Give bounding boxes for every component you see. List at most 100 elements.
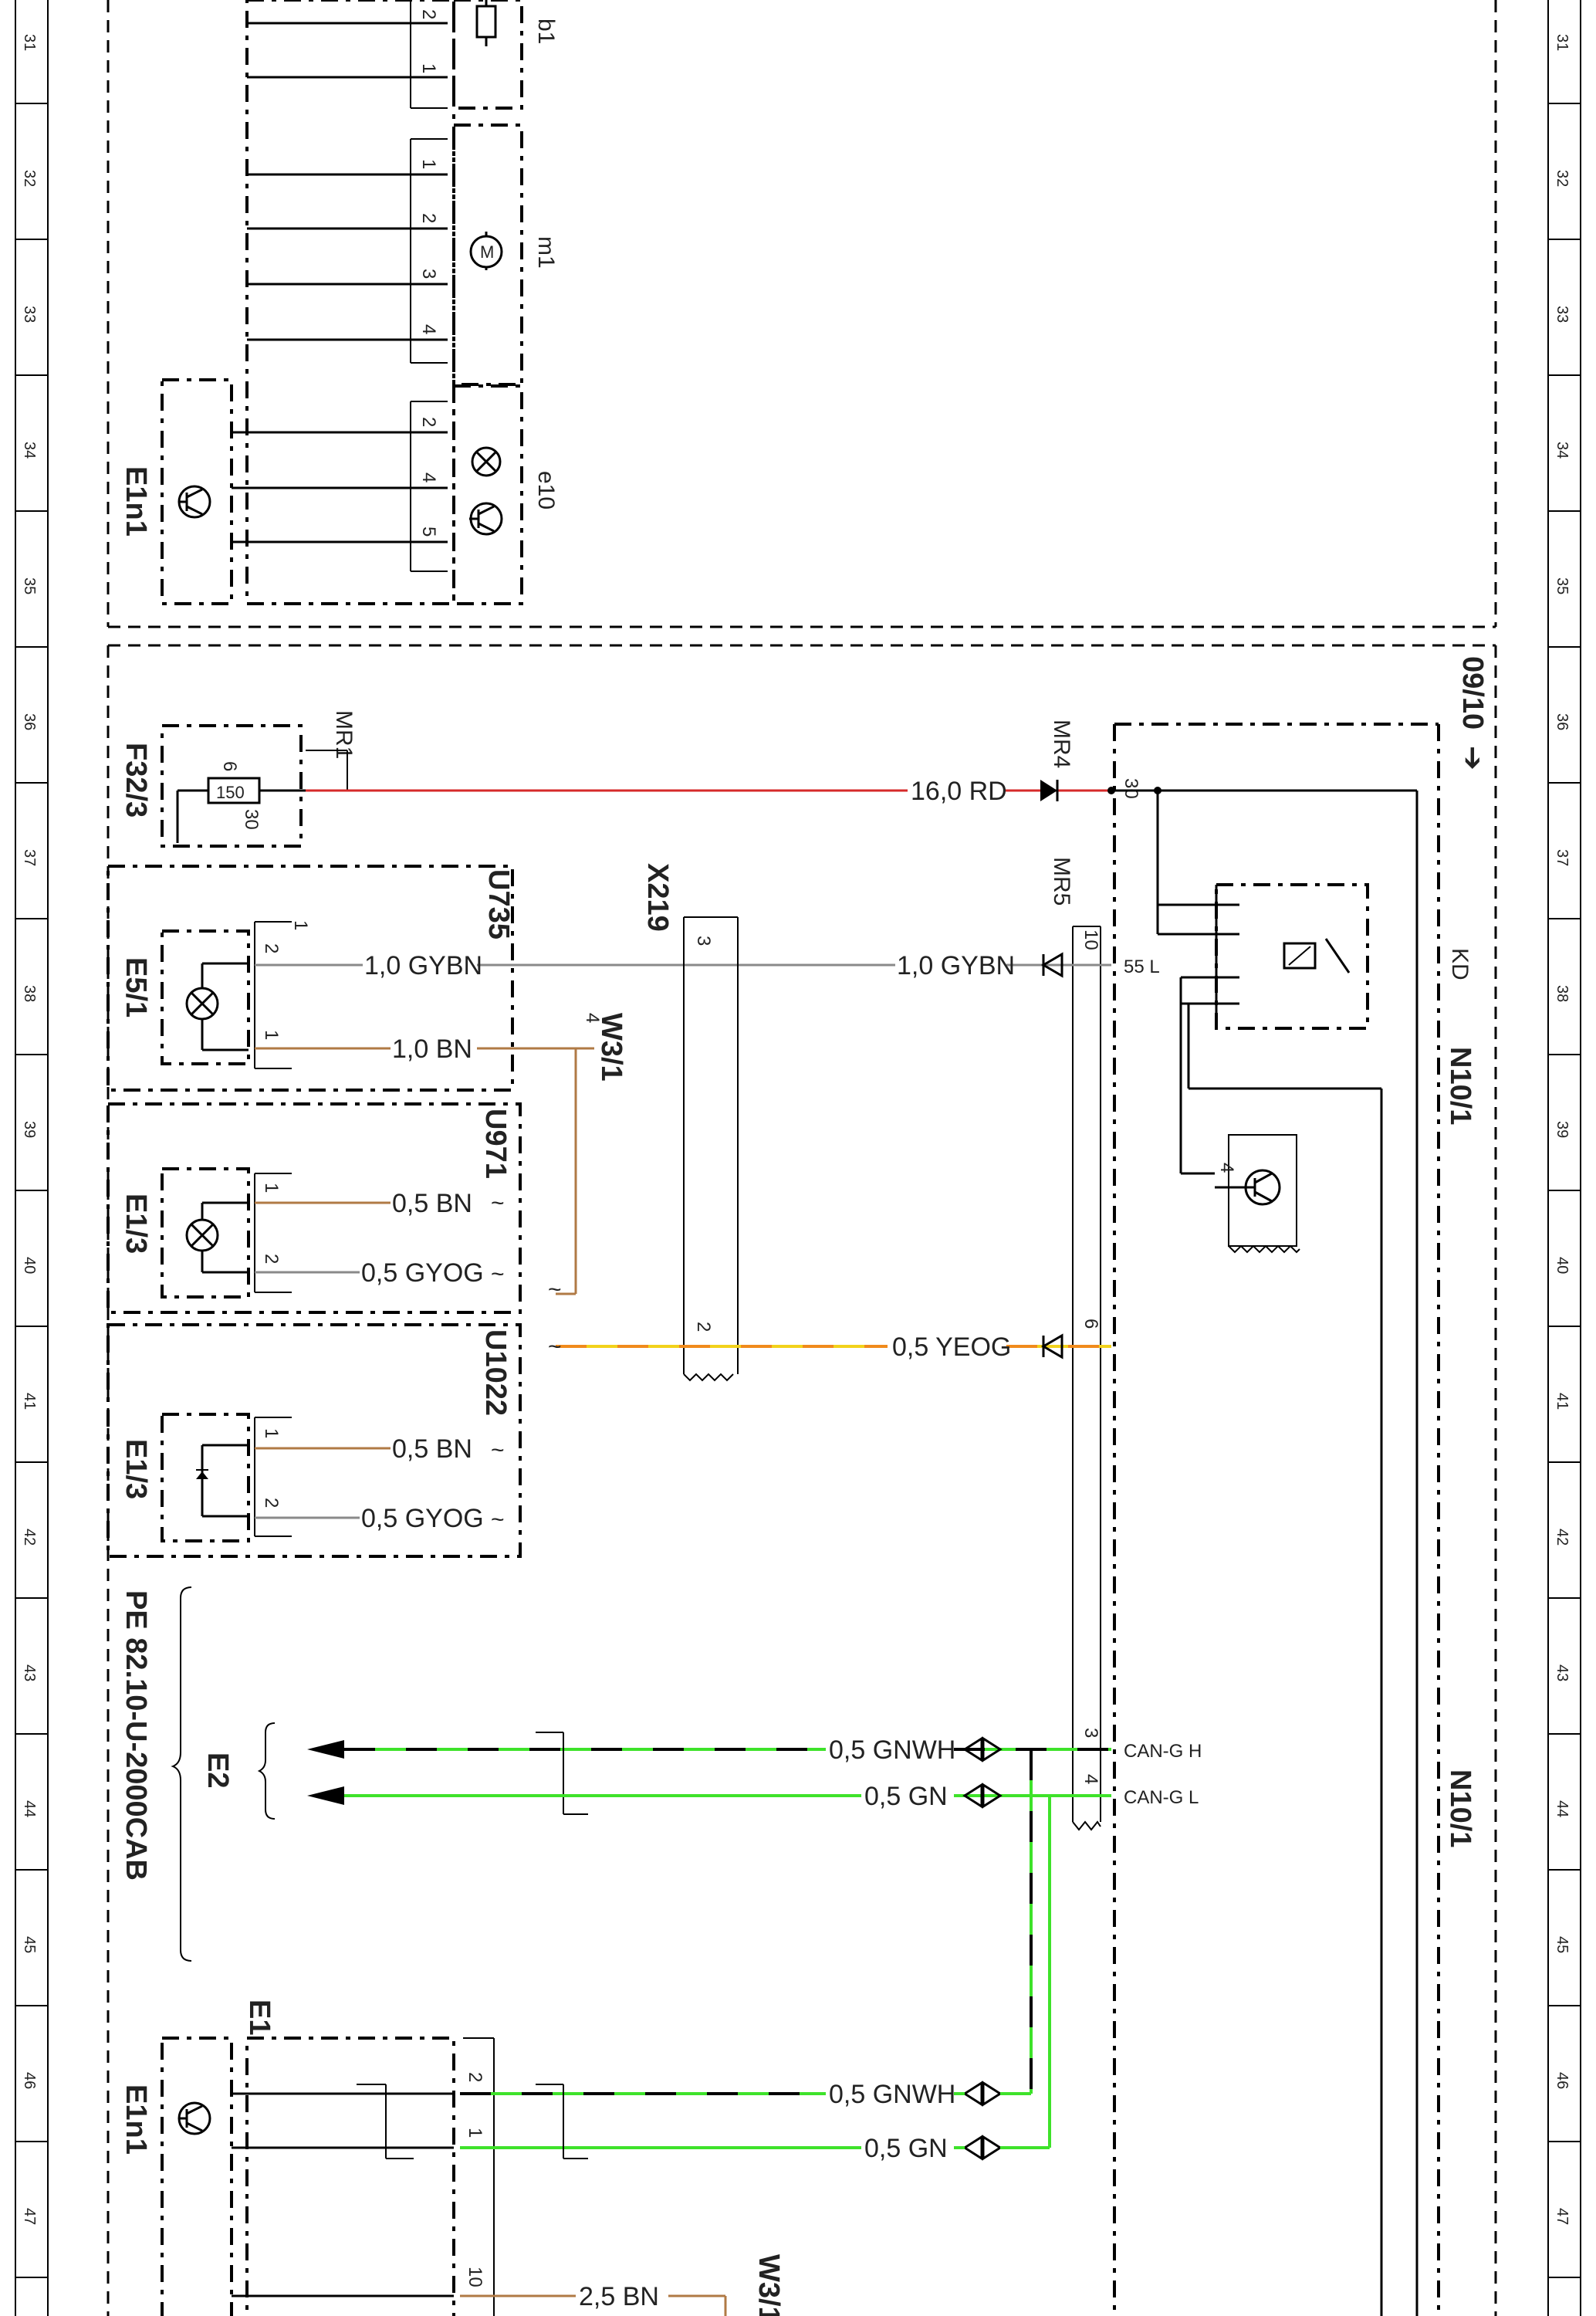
ruler-num-46: 46 [21,2072,38,2089]
e5-1-box [161,929,250,1065]
u1022-pin-2: 2 [261,1498,282,1508]
e1n1-top-label: E1n1 [120,466,152,537]
wire-label-gybn-left: 1,0 GYBN [364,951,482,980]
n10-pin-3: 3 [1080,1728,1101,1738]
wire-16-rd [306,780,1111,801]
b1-box [452,0,523,110]
mr5-label: MR5 [1049,857,1074,906]
e10-box [452,384,523,605]
x219-label: X219 [641,863,674,932]
n10-1-label-a: N10/1 [1444,1047,1476,1125]
ruler-num-40: 40 [21,1257,38,1274]
pe-reference: PE 82.10-U-2000CAB [120,1590,152,1881]
upper-pins: 2 1 1 2 3 4 2 4 5 [418,9,439,537]
ruler-num-r38: 38 [1554,985,1571,1002]
w3-1-label-b: W3/1 [752,2254,785,2316]
e10-pin-2: 2 [418,417,439,427]
f32-value: 150 [216,783,245,802]
u1022-pin-1: 1 [261,1428,282,1438]
e1-label: E1 [243,1999,276,2035]
n10-1-module [1072,723,1440,2316]
mr4-label: MR4 [1049,720,1074,768]
e10-transistor-icon [469,502,503,536]
wire-label-gnwh-top: 0,5 GNWH [829,1735,955,1765]
wire-label-bn-bottom: 2,5 BN [579,2282,659,2311]
module-transistor-icon [1215,1134,1300,1254]
wire-1-bn [255,1047,594,1295]
u735-box [107,865,514,1092]
svg-text:~: ~ [491,1437,505,1463]
n10-pin-4: 4 [1080,1774,1101,1784]
ruler-num-32: 32 [21,170,38,187]
e1-pin-1: 1 [465,2128,485,2138]
ruler-num-45: 45 [21,1936,38,1953]
ruler-num-37: 37 [21,849,38,866]
e5-1-pin-1: 1 [261,1030,282,1040]
e10-lamp-icon [471,446,502,477]
motor-icon: M [469,232,503,270]
svg-text:~: ~ [548,1334,562,1359]
w3-1-pin-4: 4 [582,1013,603,1023]
n10-pin-55l: 55 L [1124,957,1160,977]
svg-text:~: ~ [491,1261,505,1287]
b1-label: b1 [533,19,559,44]
e1-3-b-label: E1/3 [120,1439,152,1499]
ruler-num-r37: 37 [1554,849,1571,866]
ruler-num-r42: 42 [1554,1529,1571,1546]
wire-yeog [556,1333,1111,1359]
arrow-down-icon: ➔ [1456,746,1489,770]
e10-pin-4: 4 [418,472,439,482]
e1n1-top-transistor-icon [178,485,211,519]
e1-pin-10: 10 [465,2267,485,2287]
wire-label-bn-e51: 1,0 BN [392,1034,472,1064]
wire-label-bn-u1022: 0,5 BN [392,1434,472,1464]
upper-frame [107,0,1497,628]
ruler-num-36: 36 [21,713,38,730]
f32-3-label: F32/3 [120,743,152,818]
e1n1-bottom-label: E1n1 [120,2084,152,2155]
m1-box [452,124,523,386]
wire-label-yeog: 0,5 YEOG [892,1332,1011,1362]
kd-label: KD [1447,948,1473,980]
ruler-num-r31: 31 [1554,34,1571,51]
left-ruler: 31 32 33 34 35 36 37 38 39 40 41 42 43 4… [15,0,49,2316]
u971-box [107,1102,522,1314]
ruler-num-34: 34 [21,442,38,459]
ruler-num-41: 41 [21,1393,38,1410]
x219-pin-2: 2 [693,1322,714,1332]
svg-text:~: ~ [548,1277,562,1302]
e5-1-pin-2: 2 [261,943,282,953]
e1-3-a-box [161,1167,250,1299]
sheet-ref: 09/10 [1456,656,1489,730]
e1n1-bottom-transistor-icon [178,2101,211,2135]
u1022-box [107,1323,522,1558]
f32-pin-30: 30 [241,809,262,830]
ruler-num-r43: 43 [1554,1664,1571,1681]
e10-pin-5: 5 [418,527,439,537]
svg-text:~: ~ [491,1507,505,1532]
upper-connector-box [245,0,455,605]
wire-label-gybn-right: 1,0 GYBN [897,951,1015,980]
e5-1-pin-1-top: 1 [290,920,311,930]
ruler-num-r47: 47 [1554,2208,1571,2225]
b1-pin-1: 1 [418,63,439,73]
ruler-num-42: 42 [21,1529,38,1546]
ruler-num-r45: 45 [1554,1936,1571,1953]
wire-label-gyog-u971: 0,5 GYOG [361,1258,484,1288]
wire-label-16-rd: 16,0 RD [911,777,1007,806]
e1-3-lamp-icon [185,1173,292,1293]
m1-pin-2: 2 [418,213,439,223]
led-icon [196,1417,292,1537]
ruler-num-35: 35 [21,577,38,594]
ruler-num-47: 47 [21,2208,38,2225]
e2-brace [257,1722,276,1820]
ruler-num-r39: 39 [1554,1121,1571,1138]
w3-1-label-a: W3/1 [595,1013,627,1082]
e5-1-lamp-icon [185,921,292,1069]
wire-u971 [255,1201,391,1274]
wire-u1022 [255,1447,391,1519]
x219-connector [683,916,739,1382]
ruler-num-31: 31 [21,34,38,51]
stub-marks: ~ ~ ~ ~ ~ ~ [491,1190,562,1532]
